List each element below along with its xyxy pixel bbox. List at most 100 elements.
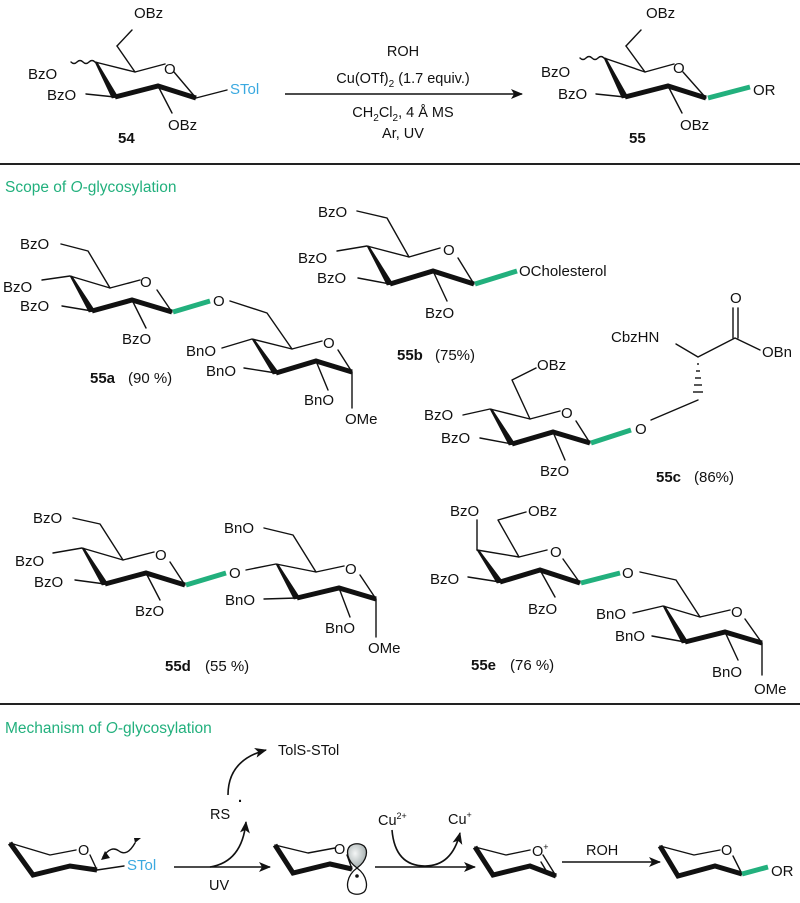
condition-atmosphere: Ar, UV	[382, 126, 424, 142]
wedge-bond	[275, 563, 301, 600]
bold-bond	[7, 841, 98, 878]
text: Cu	[448, 812, 467, 828]
bond	[274, 844, 336, 854]
bond	[625, 29, 642, 47]
compound-id: 55a	[90, 370, 116, 387]
label-bzo: BzO	[122, 331, 151, 348]
copper-i: Cu+	[448, 810, 472, 828]
subscript: 2	[389, 79, 395, 90]
carbonyl-oxygen: O	[730, 290, 742, 307]
bond	[539, 569, 556, 598]
label-ome: OMe	[368, 640, 401, 657]
compound-id: 55c	[656, 469, 681, 486]
bond	[462, 408, 561, 420]
bond	[60, 243, 111, 289]
ring-oxygen: O	[155, 547, 167, 564]
bond	[650, 399, 699, 421]
bold-bond	[275, 358, 353, 376]
label-bno: BnO	[186, 343, 216, 360]
curved-arrow	[227, 747, 267, 796]
label-bzo: BzO	[424, 407, 453, 424]
text: O	[532, 844, 543, 860]
bond	[156, 289, 173, 313]
glycosidic-bond	[474, 268, 518, 287]
bond	[245, 563, 345, 573]
label-bzo: BzO	[34, 574, 63, 591]
copper-ii: Cu2+	[378, 811, 407, 829]
label-bno: BnO	[712, 664, 742, 681]
bond	[603, 57, 675, 73]
text: O	[71, 179, 83, 196]
bond	[432, 270, 448, 302]
carbonyl-double-bond	[732, 307, 739, 339]
text: , 4 Å MS	[398, 104, 454, 121]
bond	[336, 245, 441, 258]
glycosidic-bond	[590, 427, 632, 446]
label-ome: OMe	[345, 411, 378, 428]
bold-bond	[389, 268, 475, 287]
bold-bond	[511, 429, 591, 447]
bold-bond	[272, 843, 353, 876]
label-bzo: BzO	[20, 236, 49, 253]
bond	[575, 420, 591, 444]
step1-arrow: UV RS · TolS-STol	[174, 743, 339, 894]
label-bno: BnO	[596, 606, 626, 623]
bond	[595, 93, 626, 98]
wedge-bond	[81, 547, 109, 586]
label-bzo: BzO	[528, 601, 557, 618]
bond	[229, 300, 293, 350]
compound-55e: BzO OBz O BzO BzO O BnO BnO O BnO OMe 55…	[430, 503, 787, 698]
bond	[243, 367, 277, 374]
ring-oxygen: O	[561, 405, 573, 422]
text: Scope of	[5, 179, 71, 196]
condition-reagent: ROH	[387, 44, 419, 60]
bond	[511, 367, 537, 420]
bond	[540, 854, 557, 877]
mechanism-glycosyl-radical: O	[272, 842, 368, 895]
step3-arrow: ROH	[562, 843, 661, 867]
bond	[732, 855, 743, 875]
label-bno: BnO	[225, 592, 255, 609]
ring-oxygen: O	[550, 544, 562, 561]
bond	[9, 842, 77, 856]
label-c6-obz: OBz	[134, 5, 163, 22]
glycosidic-bond	[741, 864, 769, 877]
curved-arrow	[209, 821, 250, 868]
reaction-arrow: ROH Cu(OTf)2 (1.7 equiv.) CH2Cl2, 4 Å MS…	[285, 44, 523, 142]
text: Mechanism of	[5, 720, 106, 737]
label-c3-bzo: BzO	[47, 87, 76, 104]
bond	[94, 61, 166, 73]
bond	[74, 579, 106, 585]
ring-oxygen: O	[345, 561, 357, 578]
bond	[61, 305, 93, 312]
label-stol: STol	[230, 81, 259, 98]
bond	[356, 210, 410, 258]
unpaired-electron	[355, 874, 359, 878]
linker-oxygen: O	[213, 293, 225, 310]
linker-oxygen: O	[229, 565, 241, 582]
curved-arrow	[102, 842, 136, 858]
bond	[116, 45, 136, 73]
ring-oxygen: O	[164, 61, 176, 78]
p-orbital-upper-lobe	[346, 843, 368, 869]
linker-oxygen: O	[635, 421, 647, 438]
arrowhead	[134, 838, 141, 843]
step1-condition: UV	[209, 878, 229, 894]
label-bzo: BzO	[540, 463, 569, 480]
hashed-wedge-bond	[693, 363, 703, 393]
yield: (76 %)	[510, 657, 554, 674]
yield: (75%)	[435, 347, 475, 364]
compound-55b: BzO O BzO BzO BzO OCholesterol 55b (75%)	[298, 204, 607, 364]
label-bzo: BzO	[425, 305, 454, 322]
bold-bond	[499, 567, 581, 586]
label-bzo: BzO	[318, 204, 347, 221]
wedge-bond	[69, 275, 96, 313]
label-bzo: BzO	[450, 503, 479, 520]
mechanism-thioglycoside: O STol	[7, 838, 156, 878]
radical-dot: ·	[238, 794, 243, 810]
bond	[85, 93, 116, 98]
label-bzo: BzO	[298, 250, 327, 267]
bold-bond	[472, 845, 557, 879]
bond	[497, 511, 527, 558]
label-bno: BnO	[615, 628, 645, 645]
